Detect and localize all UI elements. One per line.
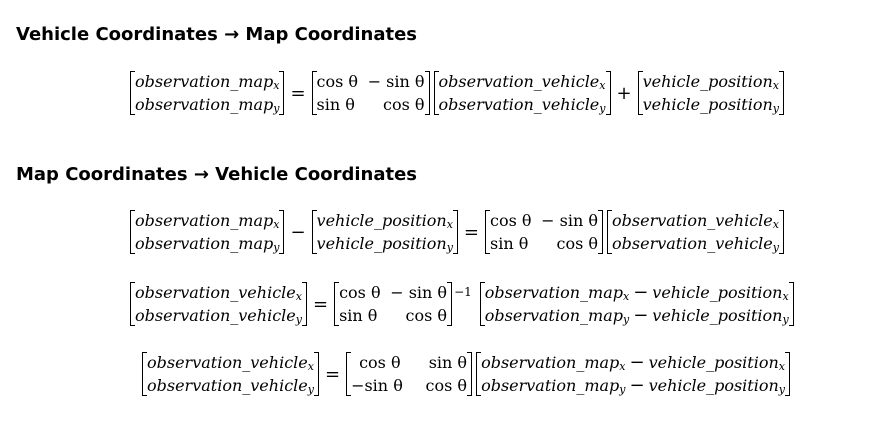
heading-map-to-vehicle: Map Coordinates → Vehicle Coordinates <box>16 164 418 185</box>
equals-sign: = <box>324 363 341 385</box>
minus-sign: − <box>290 221 306 243</box>
equals-sign: = <box>463 221 480 243</box>
equals-sign: = <box>290 82 306 104</box>
equals-sign: = <box>312 293 329 315</box>
heading-vehicle-to-map: Vehicle Coordinates → Map Coordinates <box>16 24 418 45</box>
plus-sign: + <box>616 82 632 104</box>
term-obs-map-x: observation_map <box>135 72 274 91</box>
inverse-exponent: −1 <box>454 285 472 299</box>
term-obs-map-y: observation_map <box>135 95 274 114</box>
